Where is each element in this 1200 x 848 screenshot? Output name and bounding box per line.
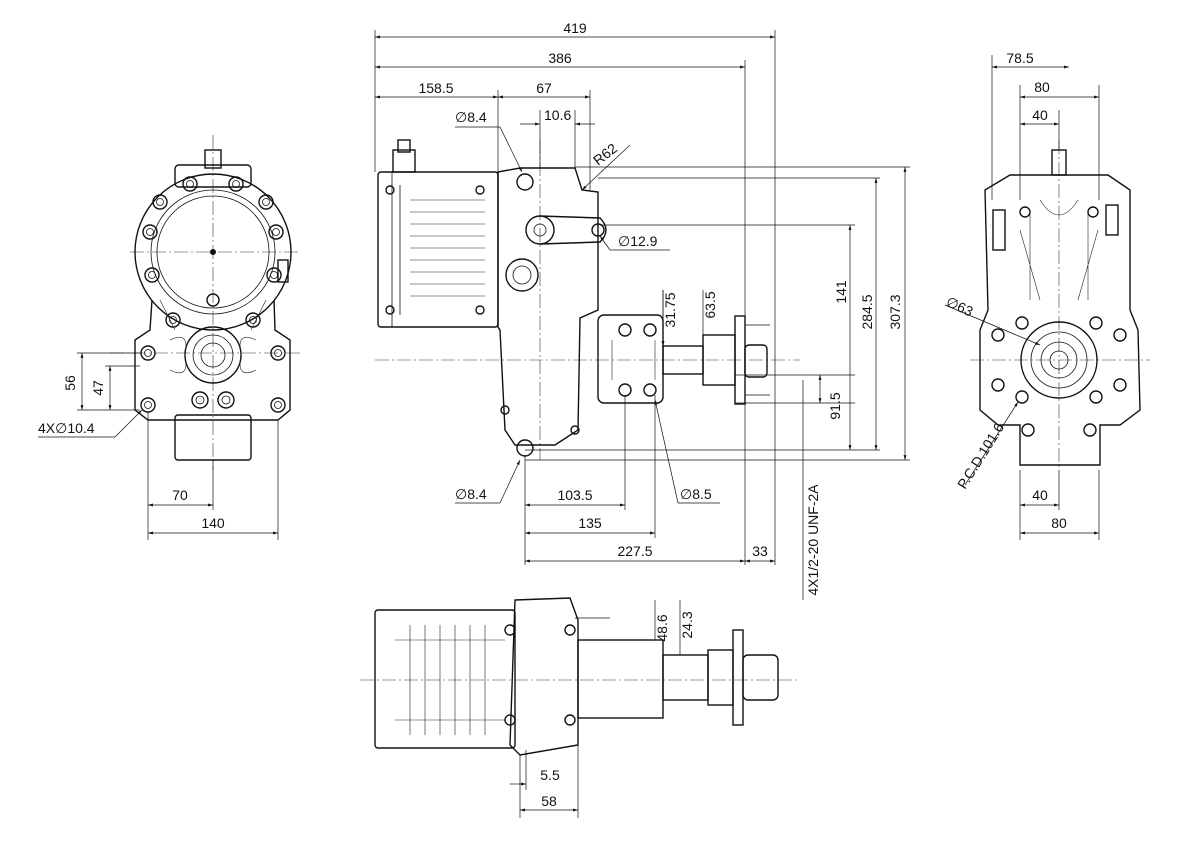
dim-141: 141 <box>833 280 849 304</box>
dim-307-3: 307.3 <box>887 294 903 329</box>
dim-pcd: P.C.D.101.6 <box>954 420 1007 492</box>
dim-419: 419 <box>563 20 587 36</box>
dim-80-top: 80 <box>1034 79 1050 95</box>
dim-5-5: 5.5 <box>540 767 560 783</box>
dim-4x-holes: 4X∅10.4 <box>38 420 95 436</box>
dim-386: 386 <box>548 50 572 66</box>
dim-31-75: 31.75 <box>662 292 678 327</box>
dim-158-5: 158.5 <box>418 80 453 96</box>
dim-58: 58 <box>541 793 557 809</box>
dim-135: 135 <box>578 515 602 531</box>
dim-r62: R62 <box>590 140 620 169</box>
dim-dia-8-5: ∅8.5 <box>680 486 712 502</box>
dim-80-bottom: 80 <box>1051 515 1067 531</box>
dim-40-bottom: 40 <box>1032 487 1048 503</box>
dim-24-3: 24.3 <box>679 611 695 638</box>
right-view: 78.5 80 40 ∅63 P.C.D.101.6 40 80 <box>944 50 1150 540</box>
dim-70: 70 <box>172 487 188 503</box>
dim-103-5: 103.5 <box>557 487 592 503</box>
dim-67: 67 <box>536 80 552 96</box>
dim-dia-8-4-top: ∅8.4 <box>455 109 487 125</box>
front-view: 56 47 4X∅10.4 70 140 <box>38 135 300 540</box>
dim-63-5: 63.5 <box>702 291 718 318</box>
dim-48-6: 48.6 <box>654 614 670 641</box>
dim-140: 140 <box>201 515 225 531</box>
dim-227-5: 227.5 <box>617 543 652 559</box>
dim-dia-12-9: ∅12.9 <box>618 233 658 249</box>
dim-284-5: 284.5 <box>859 294 875 329</box>
dim-91-5: 91.5 <box>827 392 843 419</box>
dim-10-6: 10.6 <box>544 107 571 123</box>
dim-thread-callout: 4X1/2-20 UNF-2A <box>805 484 821 596</box>
dim-33: 33 <box>752 543 768 559</box>
dim-78-5: 78.5 <box>1006 50 1033 66</box>
side-view: 419 386 158.5 67 ∅8.4 10.6 R62 ∅12.9 31.… <box>374 20 910 600</box>
dim-56: 56 <box>62 375 78 391</box>
dim-40-top: 40 <box>1032 107 1048 123</box>
dim-47: 47 <box>90 380 106 396</box>
bottom-view: 48.6 24.3 5.5 58 <box>360 597 800 818</box>
dim-dia-8-4-bottom: ∅8.4 <box>455 486 487 502</box>
